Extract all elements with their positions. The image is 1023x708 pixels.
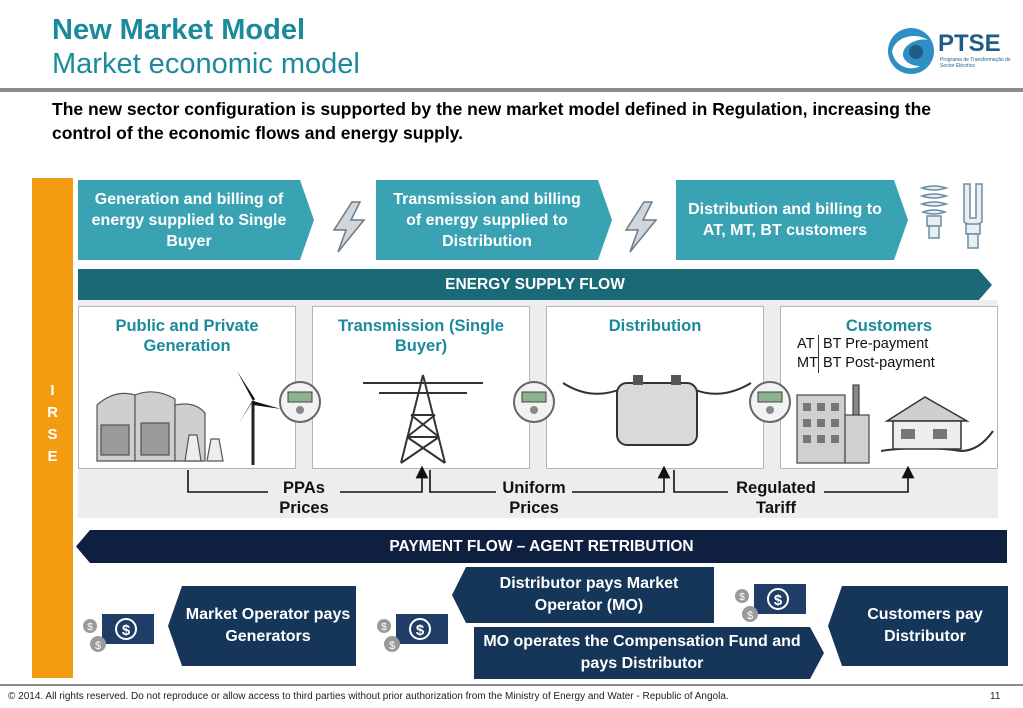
stage-customers-title: Customers	[845, 317, 933, 335]
transmission-billing-box: Transmission and billing of energy suppl…	[376, 180, 612, 260]
power-plant-icon	[96, 371, 281, 465]
stage-distribution: Distribution	[546, 306, 764, 469]
customer-row: AT BT Pre-payment	[797, 335, 935, 354]
intro-text: The new sector configuration is supporte…	[52, 99, 932, 143]
payment-customers-distributor-label: Customers pay Distributor	[867, 606, 983, 645]
generation-billing-label: Generation and billing of energy supplie…	[91, 190, 287, 250]
distribution-billing-box: Distribution and billing to AT, MT, BT c…	[676, 180, 908, 260]
payment-compensation-fund: MO operates the Compensation Fund and pa…	[474, 627, 824, 679]
customer-types: AT BT Pre-payment MT BT Post-payment	[797, 335, 935, 373]
electricity-meter-icon	[512, 380, 556, 429]
regulator-letter: I	[50, 382, 55, 399]
footer-copyright: © 2014. All rights reserved. Do not repr…	[8, 691, 729, 702]
page-subtitle: Market economic model	[52, 48, 360, 80]
payment-distributor-mo-label: Distributor pays Market Operator (MO)	[499, 575, 679, 614]
price-regulated: Regulated Tariff	[728, 478, 824, 518]
payment-flow-label: PAYMENT FLOW – AGENT RETRIBUTION	[389, 537, 694, 555]
house-icon	[881, 396, 994, 453]
factory-icon	[796, 384, 870, 464]
svg-text:$: $	[87, 622, 93, 633]
ptse-logo-icon	[888, 28, 934, 74]
payment-mo-generators-label: Market Operator pays Generators	[185, 606, 351, 645]
svg-text:$: $	[774, 592, 783, 609]
stage-customers: Customers AT BT Pre-payment MT BT Post-p…	[780, 306, 998, 469]
payment-mo-generators: Market Operator pays Generators	[168, 586, 356, 666]
header-divider	[0, 88, 1023, 92]
customer-row: MT BT Post-payment	[797, 354, 935, 373]
transmission-tower-icon	[363, 374, 483, 464]
transmission-billing-label: Transmission and billing of energy suppl…	[393, 190, 581, 250]
generation-billing-box: Generation and billing of energy supplie…	[78, 180, 314, 260]
energy-supply-flow-label: ENERGY SUPPLY FLOW	[445, 276, 625, 293]
regulator-letter: S	[47, 426, 58, 443]
stage-distribution-title: Distribution	[608, 317, 702, 335]
svg-text:$: $	[416, 622, 425, 639]
transformer-icon	[562, 375, 752, 446]
lightning-icon	[332, 201, 366, 253]
svg-text:$: $	[389, 640, 395, 652]
energy-supply-flow-bar: ENERGY SUPPLY FLOW	[78, 269, 992, 301]
money-icon: $ $ $	[83, 614, 154, 652]
money-icon: $ $ $	[735, 584, 806, 622]
page-number: 11	[990, 691, 1001, 702]
money-icon: $ $ $	[377, 614, 448, 652]
stage-transmission-title: Transmission (Single Buyer)	[338, 317, 504, 355]
payment-compensation-fund-label: MO operates the Compensation Fund and pa…	[483, 633, 801, 672]
price-ppas: PPAs Prices	[268, 478, 340, 518]
stage-generation: Public and Private Generation	[78, 306, 296, 469]
stage-transmission: Transmission (Single Buyer)	[312, 306, 530, 469]
stage-generation-title: Public and Private Generation	[115, 317, 259, 355]
regulator-label: I R S E	[32, 380, 73, 468]
electricity-meter-icon	[748, 380, 792, 429]
svg-text:$: $	[747, 610, 753, 622]
distribution-billing-label: Distribution and billing to AT, MT, BT c…	[688, 201, 882, 239]
footer-divider	[0, 684, 1023, 686]
svg-text:$: $	[739, 592, 745, 603]
page-title: New Market Model	[52, 14, 305, 46]
payment-customers-distributor: Customers pay Distributor	[828, 586, 1008, 666]
logo-name: PTSE	[938, 30, 1001, 57]
price-connectors	[187, 466, 915, 493]
payment-flow-bar: PAYMENT FLOW – AGENT RETRIBUTION	[76, 530, 1007, 563]
electricity-meter-icon	[278, 380, 322, 429]
svg-text:$: $	[122, 622, 131, 639]
regulator-letter: E	[47, 448, 58, 465]
light-bulb-icon	[919, 183, 983, 249]
svg-text:$: $	[381, 622, 387, 633]
customer-desc: BT Post-payment	[823, 355, 935, 371]
payment-distributor-mo: Distributor pays Market Operator (MO)	[452, 567, 714, 623]
regulator-bar	[32, 178, 73, 678]
customer-code: AT	[797, 335, 819, 354]
logo-tagline: Programa de Transformação do Sector Eléc…	[940, 57, 1011, 69]
customer-code: MT	[797, 354, 819, 373]
lightning-icon	[624, 201, 658, 253]
regulator-letter: R	[47, 404, 58, 421]
svg-text:$: $	[95, 640, 101, 652]
customer-desc: BT Pre-payment	[823, 336, 929, 352]
price-uniform: Uniform Prices	[496, 478, 572, 518]
